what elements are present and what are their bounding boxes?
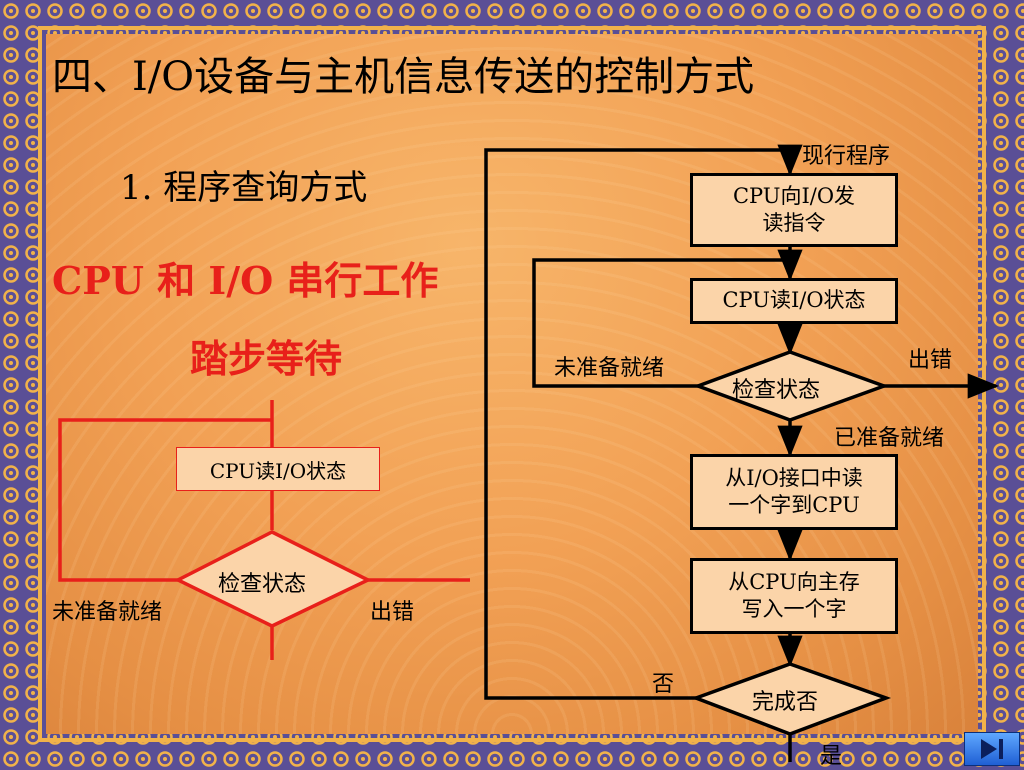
read-word-line2: 一个字到CPU xyxy=(728,493,860,517)
highlight-busy-wait: 踏步等待 xyxy=(190,336,343,381)
section-subtitle: 1. 程序查询方式 xyxy=(120,168,368,208)
slide-title: 四、I/O设备与主机信息传送的控制方式 xyxy=(52,54,755,100)
next-slide-button[interactable] xyxy=(964,732,1020,766)
done-label: 完成否 xyxy=(752,690,819,715)
send-read-line2: 读指令 xyxy=(762,211,826,235)
no-label: 否 xyxy=(652,672,675,697)
write-memory-line2: 写入一个字 xyxy=(741,597,847,621)
left-diamond-label: 检查状态 xyxy=(218,572,307,597)
not-ready-label: 未准备就绪 xyxy=(554,356,665,381)
left-flow-lines xyxy=(58,400,470,660)
right-check-diamond xyxy=(692,350,890,422)
yes-label: 是 xyxy=(820,744,843,769)
ready-label: 已准备就绪 xyxy=(834,426,945,451)
skip-forward-icon xyxy=(981,739,1003,759)
highlight-serial-work: CPU 和 I/O 串行工作 xyxy=(52,258,439,303)
left-not-ready-label: 未准备就绪 xyxy=(52,600,163,625)
send-read-line1: CPU向I/O发 xyxy=(732,183,856,208)
left-check-diamond xyxy=(174,530,372,628)
left-read-status-box: CPU读I/O状态 xyxy=(176,447,380,491)
check-status-label: 检查状态 xyxy=(732,378,821,403)
write-memory-line1: 从CPU向主存 xyxy=(728,569,860,594)
current-program-label: 现行程序 xyxy=(802,144,891,169)
right-done-diamond xyxy=(690,662,892,736)
left-error-label: 出错 xyxy=(370,600,415,625)
read-word-line1: 从I/O接口中读 xyxy=(725,465,863,490)
error-label: 出错 xyxy=(908,348,953,373)
send-read-command-box: CPU向I/O发 读指令 xyxy=(690,173,898,247)
write-memory-box: 从CPU向主存 写入一个字 xyxy=(690,558,898,634)
read-status-box: CPU读I/O状态 xyxy=(690,278,898,324)
read-word-box: 从I/O接口中读 一个字到CPU xyxy=(690,454,898,530)
right-flow-lines xyxy=(484,144,1000,762)
